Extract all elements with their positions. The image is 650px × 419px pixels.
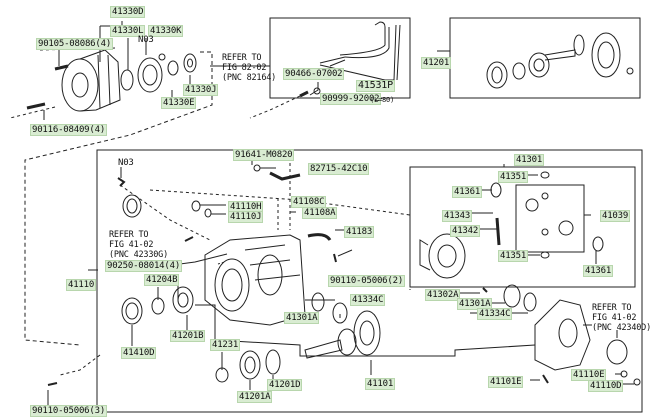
part-label-41410D[interactable]: 41410D: [121, 347, 157, 359]
part-label-41334C-mid[interactable]: 41334C: [350, 294, 386, 306]
part-label-41351-bottom[interactable]: 41351: [498, 250, 529, 262]
refer-82-line3: (PNC 82164): [222, 73, 277, 83]
differential-case-frame: [409, 166, 636, 288]
part-label-41361-bottom[interactable]: 41361: [583, 265, 614, 277]
part-label-41101[interactable]: 41101: [365, 378, 396, 390]
part-label-41201[interactable]: 41201: [421, 57, 452, 69]
ring-gear: [353, 310, 381, 356]
breather-plug: [269, 171, 301, 181]
part-label-41183[interactable]: 41183: [344, 226, 375, 238]
part-label-41330D[interactable]: 41330D: [110, 6, 146, 18]
part-label-41330E[interactable]: 41330E: [161, 97, 197, 109]
part-label-41361-top[interactable]: 41361: [452, 186, 483, 198]
part-label-41334C-right[interactable]: 41334C: [477, 308, 513, 320]
part-label-41330L[interactable]: 41330L: [110, 25, 146, 37]
n03-plug: [158, 53, 166, 61]
part-label-41330K[interactable]: 41330K: [148, 25, 184, 37]
transfer-adapter-housing: [61, 49, 121, 112]
refer-41-330G-line3: (PNC 42330G): [109, 250, 169, 260]
refer-82-line2[interactable]: FIG 82-02: [222, 63, 267, 73]
part-label-41342[interactable]: 41342: [450, 225, 481, 237]
oil-seal: [122, 194, 142, 218]
part-label-41110[interactable]: 41110: [66, 279, 97, 291]
note-label-n03-mid: N03: [118, 158, 134, 168]
refer-42340D-line3: (PNC 42340D): [592, 323, 650, 333]
bolt: [54, 64, 69, 71]
part-label-41231[interactable]: 41231: [210, 339, 241, 351]
refer-82-line1: REFER TO: [222, 53, 262, 63]
part-label-90110-05006-3[interactable]: 90110-05006(3): [30, 405, 108, 417]
part-label-41108A[interactable]: 41108A: [302, 207, 338, 219]
part-label-41531P[interactable]: 41531P: [356, 80, 395, 92]
drive-pinion: [304, 328, 357, 359]
carrier-frame: [96, 149, 643, 413]
part-label-90116-08409[interactable]: 90116-08409(4): [30, 124, 108, 136]
part-label-82715-42C10[interactable]: 82715-42C10: [308, 163, 370, 175]
part-label-41201A[interactable]: 41201A: [237, 391, 273, 403]
refer-41-330G-line1: REFER TO: [109, 230, 149, 240]
part-label-41301[interactable]: 41301: [514, 154, 545, 166]
part-label-41301A-mid[interactable]: 41301A: [284, 312, 320, 324]
part-label-41301A-right[interactable]: 41301A: [457, 298, 493, 310]
note-label-n03-top: N03: [138, 35, 154, 45]
part-label-41351-top[interactable]: 41351: [498, 171, 529, 183]
stud-bolt: [26, 102, 46, 110]
part-label-41343[interactable]: 41343: [442, 210, 473, 222]
differential-case: [419, 233, 466, 279]
part-label-90250-08014[interactable]: 90250-08014(4): [105, 260, 183, 272]
ring-and-pinion-gears: [486, 32, 634, 89]
differential-rear-cover: [534, 299, 591, 371]
part-label-90105-08086[interactable]: 90105-08086(4): [36, 38, 114, 50]
part-label-41330J[interactable]: 41330J: [183, 84, 219, 96]
part-label-41110D[interactable]: 41110D: [588, 380, 624, 392]
o-ring: [120, 69, 134, 91]
part-label-41201B[interactable]: 41201B: [170, 330, 206, 342]
part-label-90110-05006-2[interactable]: 90110-05006(2): [328, 275, 406, 287]
pinion-shaft: [495, 217, 501, 246]
part-label-41201D[interactable]: 41201D: [267, 379, 303, 391]
part-label-90999-92002[interactable]: 90999-92002: [320, 93, 382, 105]
seal-retainer: [137, 57, 163, 93]
part-label-41204B[interactable]: 41204B: [144, 274, 180, 286]
part-label-41101E[interactable]: 41101E: [488, 376, 524, 388]
part-length-note: (L=80): [370, 96, 395, 104]
baffle-plate: [307, 233, 332, 241]
pinion-gear-kit-frame: [515, 184, 585, 253]
refer-42340D-line2[interactable]: FIG 41-02: [592, 313, 637, 323]
refer-42340D-line1: REFER TO: [592, 303, 632, 313]
part-label-41302A[interactable]: 41302A: [425, 289, 461, 301]
part-label-90466-07002[interactable]: 90466-07002: [283, 68, 345, 80]
part-label-91641-M0820[interactable]: 91641-M0820: [233, 149, 295, 161]
refer-41-330G-line2[interactable]: FIG 41-02: [109, 240, 154, 250]
part-label-41110J[interactable]: 41110J: [228, 211, 264, 223]
part-label-41039[interactable]: 41039: [600, 210, 631, 222]
vent-tube: [309, 82, 319, 96]
ring-pinion-frame: [449, 17, 641, 99]
